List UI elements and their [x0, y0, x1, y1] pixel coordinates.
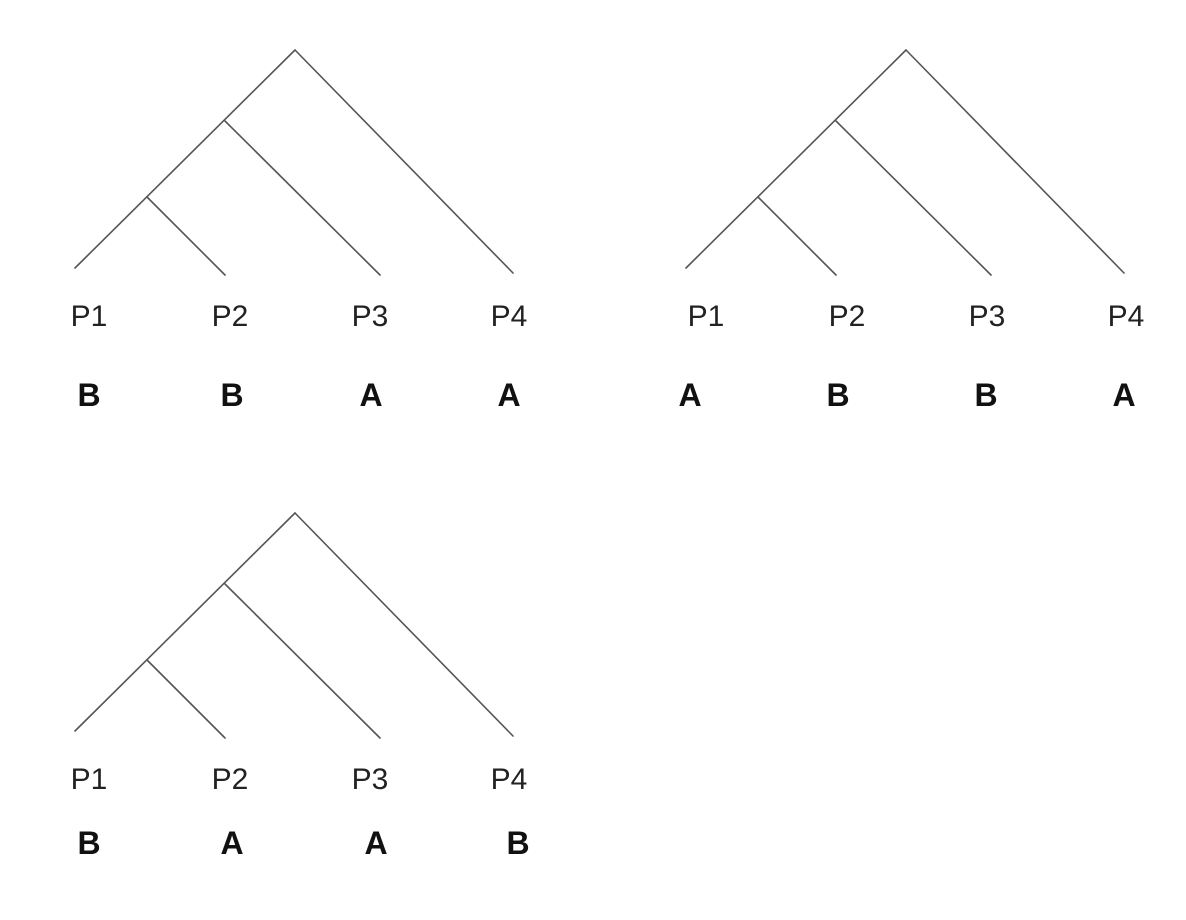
tree-2-taxon-p3: P3 [968, 300, 1006, 333]
tree-1-state-p4: A [497, 377, 521, 413]
tree-3-taxon-p4: P4 [490, 763, 528, 796]
tree-2-branch-root-p4 [905, 49, 1125, 274]
tree-3-taxon-p2: P2 [211, 763, 249, 796]
tree-2-taxon-p4: P4 [1107, 300, 1145, 333]
tree-1: P1 P2 P3 P4 B B A A [0, 0, 540, 413]
tree-1-branch-root-p1 [74, 49, 296, 269]
tree-3-state-p3: A [364, 825, 388, 861]
tree-1-branch-root-p4 [294, 49, 514, 274]
tree-1-taxon-p3: P3 [351, 300, 389, 333]
tree-3-branch-root-p4 [294, 512, 514, 737]
tree-1-taxon-p1: P1 [70, 300, 108, 333]
tree-3-taxon-p3: P3 [351, 763, 389, 796]
tree-3-state-p2: A [220, 825, 244, 861]
tree-2-branches [685, 49, 1125, 276]
tree-2-branch-p3 [835, 120, 992, 276]
tree-1-taxon-p4: P4 [490, 300, 528, 333]
tree-1-taxon-p2: P2 [211, 300, 249, 333]
tree-2-state-p3: B [974, 377, 998, 413]
tree-3-branch-root-p1 [74, 512, 296, 732]
tree-3-state-p1: B [77, 825, 101, 861]
tree-1-branches [74, 49, 514, 276]
tree-3-branch-p2 [146, 659, 226, 739]
tree-1-state-p1: B [77, 377, 101, 413]
tree-2-state-p2: B [826, 377, 850, 413]
tree-2-state-p1: A [678, 377, 702, 413]
tree-1-state-p3: A [359, 377, 383, 413]
tree-3-branch-p3 [224, 583, 381, 739]
tree-2-taxon-p1: P1 [687, 300, 725, 333]
tree-2-state-p4: A [1112, 377, 1136, 413]
tree-1-branch-p2 [146, 196, 226, 276]
tree-2-branch-root-p1 [685, 49, 907, 269]
tree-3-state-p4: B [506, 825, 530, 861]
tree-1-branch-p3 [224, 120, 381, 276]
tree-3: P1 P2 P3 P4 B A A B [0, 463, 540, 863]
tree-2-taxon-p2: P2 [828, 300, 866, 333]
tree-3-taxon-p1: P1 [70, 763, 108, 796]
tree-2: P1 P2 P3 P4 A B B A [611, 0, 1151, 413]
tree-2-branch-p2 [757, 196, 837, 276]
tree-1-state-p2: B [220, 377, 244, 413]
tree-3-branches [74, 512, 514, 739]
